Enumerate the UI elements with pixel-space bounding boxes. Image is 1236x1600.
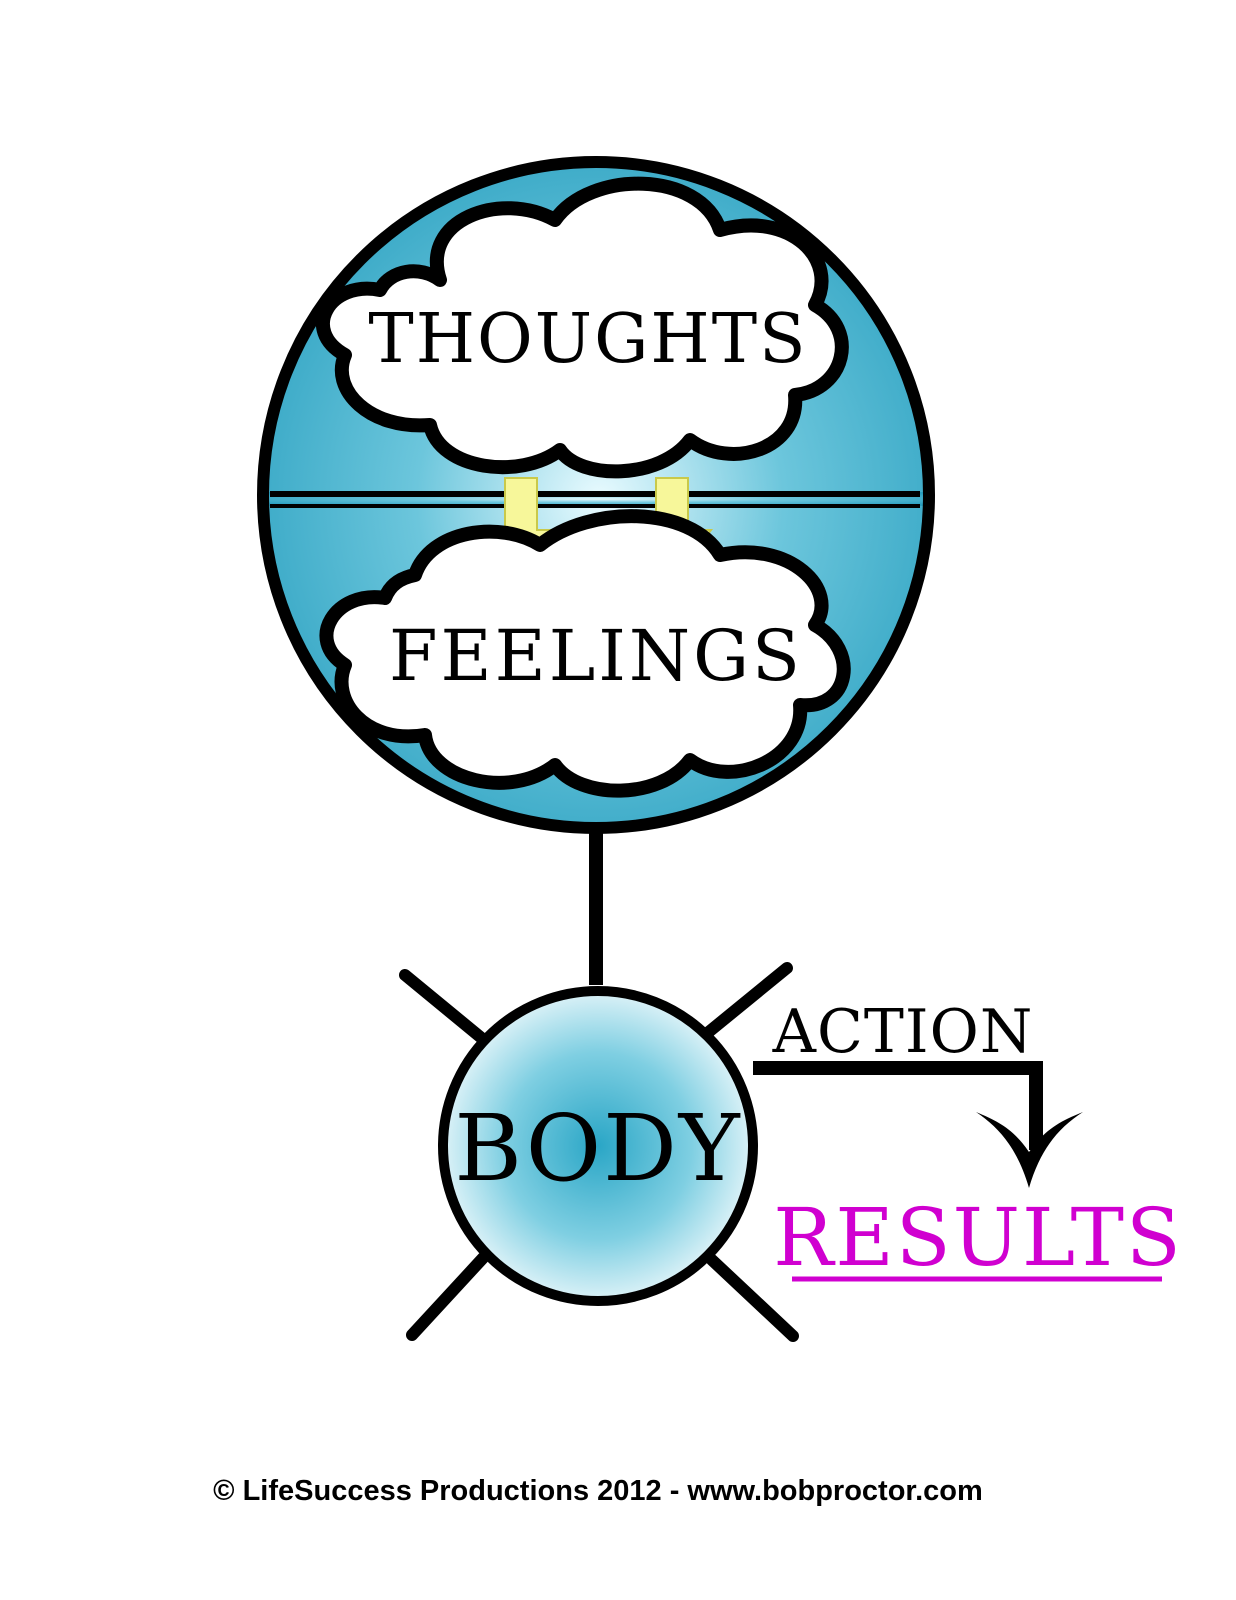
body-label: BODY <box>454 1095 741 1202</box>
body-figure: BODY <box>399 962 799 1342</box>
body-limb-upper-right <box>699 962 793 1041</box>
mind-sphere-outline <box>257 156 935 834</box>
action-label: ACTION <box>772 997 1034 1067</box>
action-flow: ACTION RESULTS <box>753 997 1183 1284</box>
action-arrow-icon <box>753 1061 1043 1150</box>
body-limb-lower-left <box>406 1252 489 1341</box>
body-limb-lower-right <box>706 1254 799 1342</box>
action-arrowhead-icon <box>976 1112 1083 1188</box>
body-limb-upper-left <box>399 969 496 1051</box>
body-sphere <box>438 986 758 1306</box>
thoughts-label: THOUGHTS <box>368 300 807 379</box>
feelings-label: FEELINGS <box>389 615 803 697</box>
thoughts-cloud: THOUGHTS <box>316 176 849 479</box>
feelings-cloud: FEELINGS <box>319 509 851 798</box>
results-label: RESULTS <box>773 1191 1183 1284</box>
mind-sphere: THOUGHTS FEELINGS <box>257 156 935 834</box>
copyright-footer: © LifeSuccess Productions 2012 - www.bob… <box>213 1475 983 1507</box>
